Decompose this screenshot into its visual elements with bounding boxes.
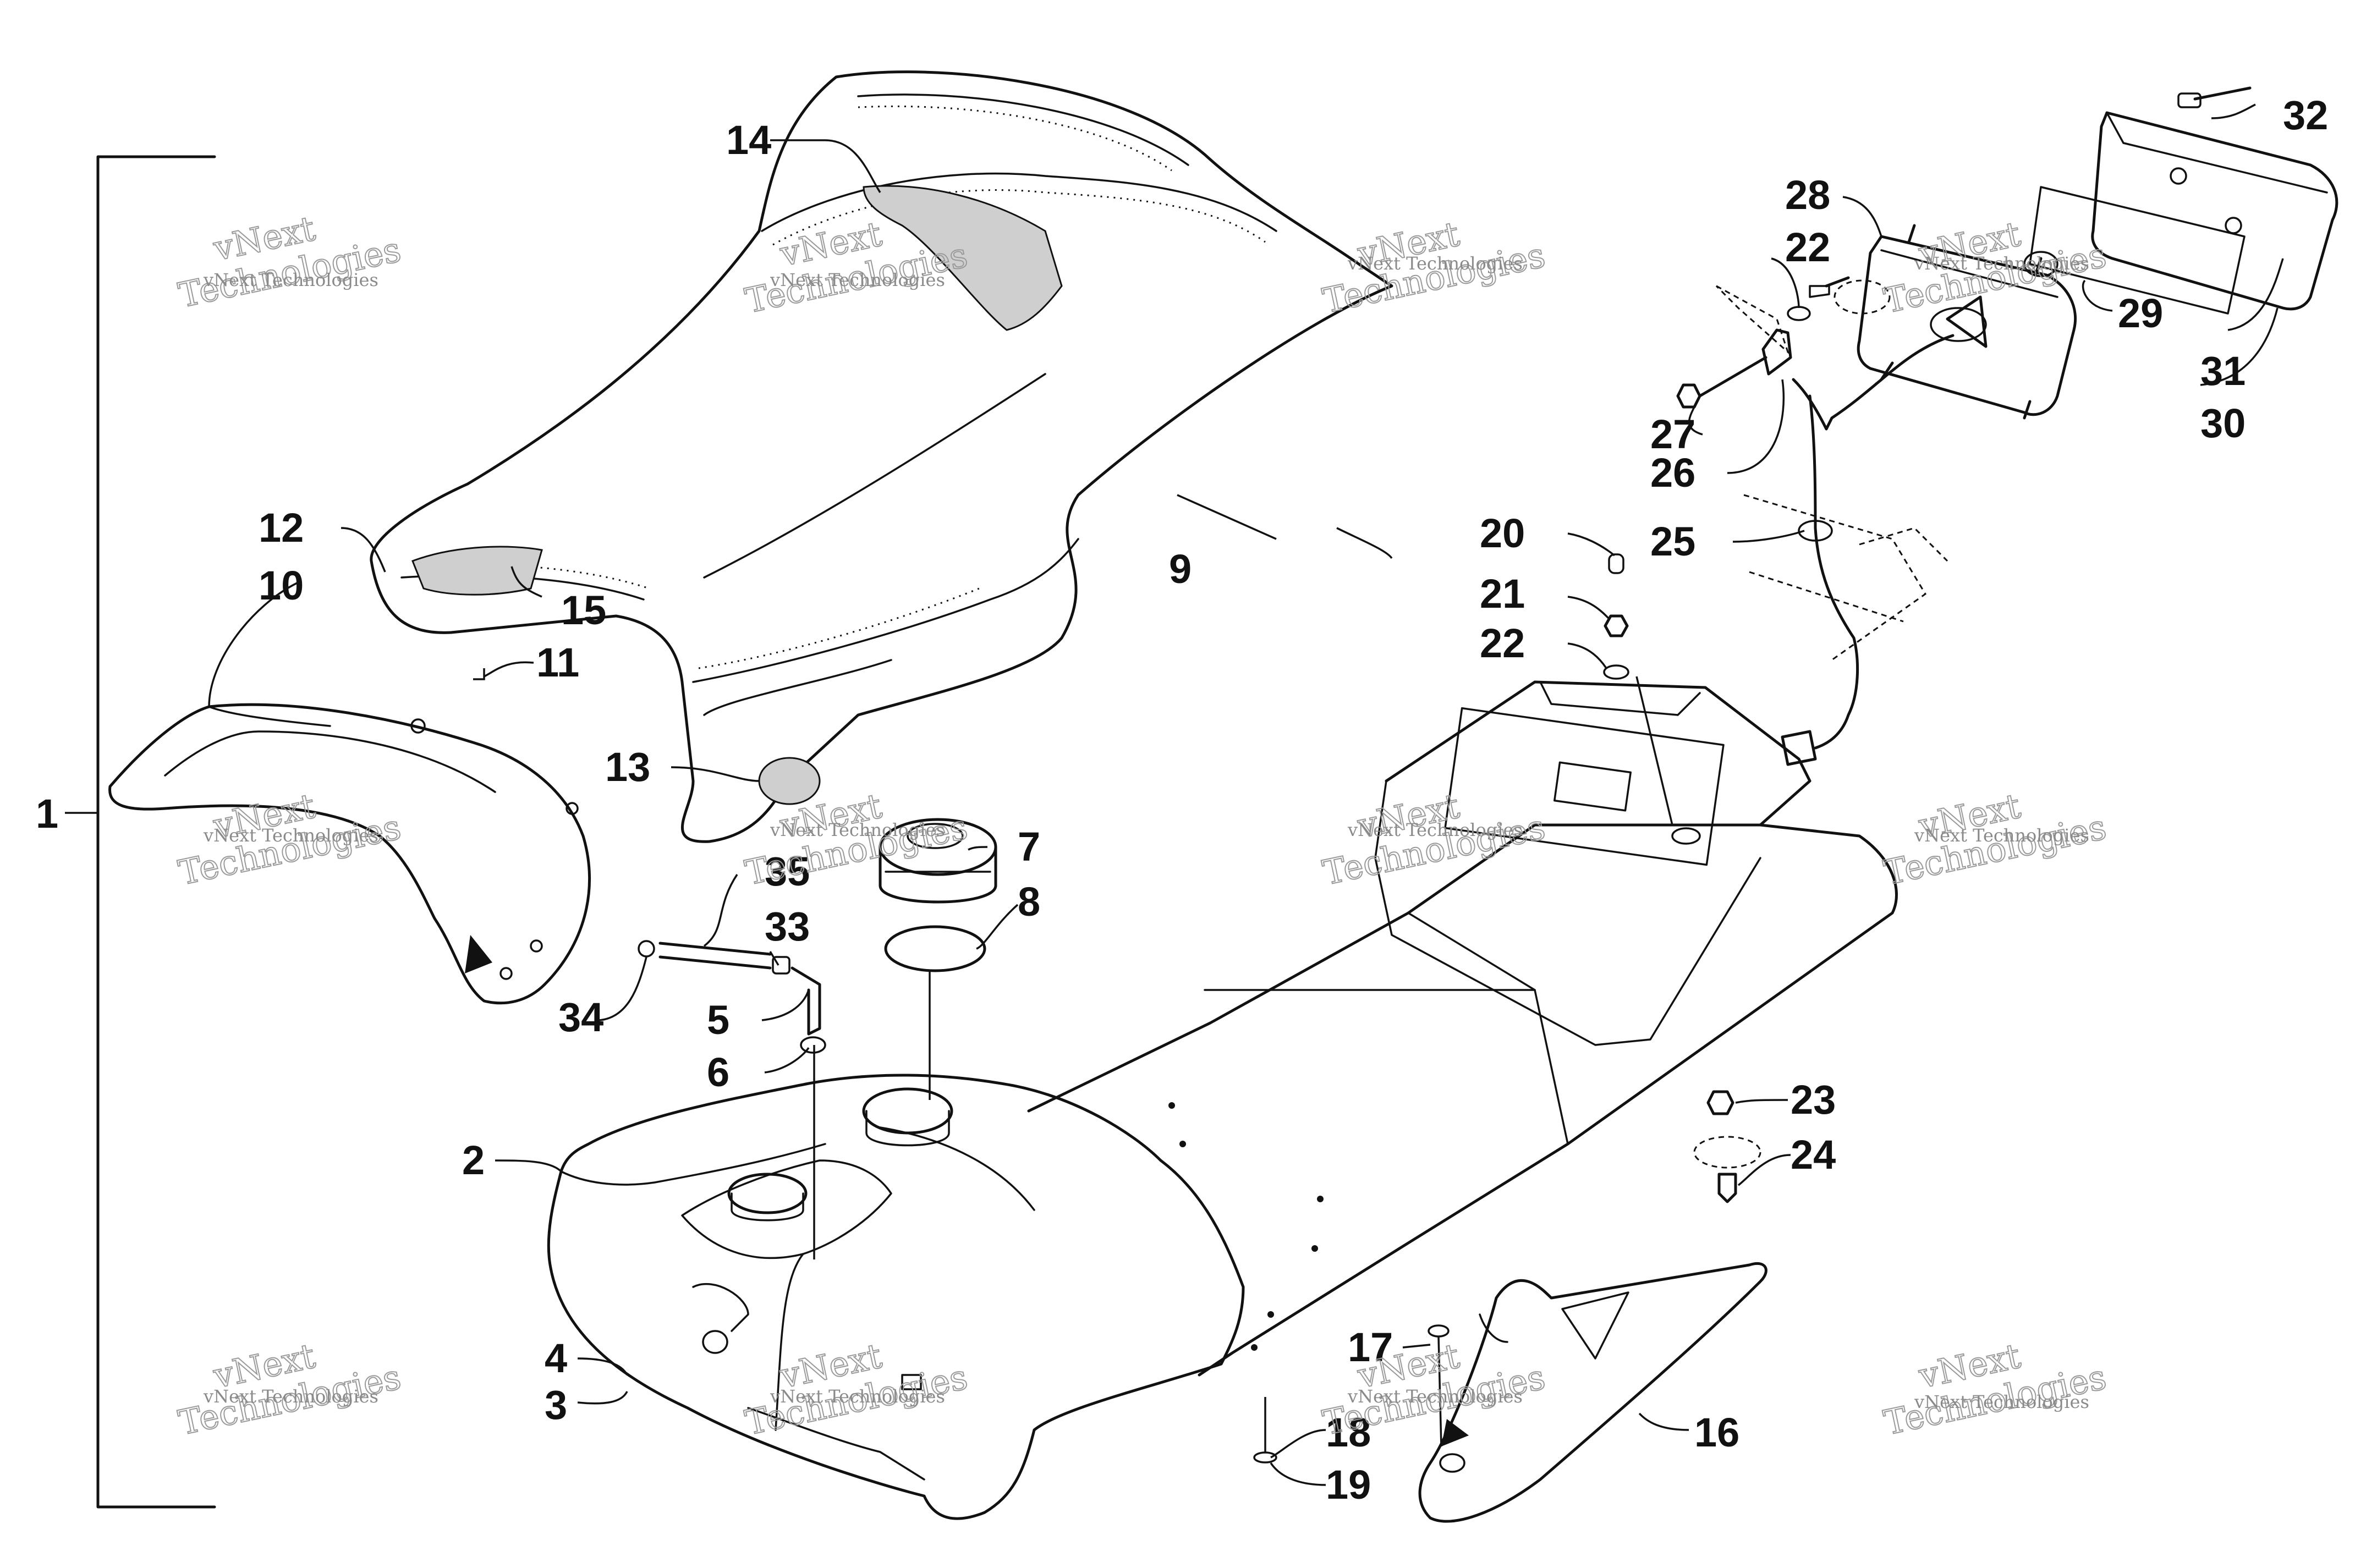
callout-16: 16 — [1694, 1410, 1739, 1455]
watermark-caption: vNext Technologies — [1347, 819, 1523, 840]
callout-21: 21 — [1480, 571, 1525, 617]
callout-25: 25 — [1650, 519, 1695, 564]
callout-26: 26 — [1650, 450, 1695, 496]
assembly-bracket — [65, 155, 216, 1509]
fuel-tank — [547, 1074, 1245, 1520]
callout-5: 5 — [707, 997, 729, 1043]
fuel-cap — [879, 818, 997, 904]
callout-12: 12 — [259, 505, 304, 551]
watermark-caption: vNext Technologies — [1347, 253, 1523, 274]
callout-labels: 1 2 3 4 5 6 7 8 9 10 11 12 13 14 15 16 1… — [36, 92, 2328, 1508]
watermark-caption: vNext Technologies — [770, 1386, 945, 1407]
callout-29: 29 — [2118, 290, 2163, 336]
callout-13: 13 — [605, 744, 650, 790]
tail-light — [1676, 86, 2338, 766]
callout-17: 17 — [1348, 1324, 1393, 1370]
callout-22b: 22 — [1785, 224, 1830, 270]
stud-fasteners — [1603, 553, 1761, 1203]
callout-18: 18 — [1326, 1410, 1371, 1455]
watermark-caption: vNext Technologies — [203, 825, 378, 846]
callout-6: 6 — [707, 1049, 729, 1095]
watermark-caption: vNext Technologies — [1914, 253, 2089, 274]
callout-10: 10 — [259, 563, 304, 608]
callout-35: 35 — [765, 849, 810, 894]
callout-28: 28 — [1785, 172, 1830, 218]
leader-lines — [208, 103, 2284, 1486]
callout-30: 30 — [2200, 400, 2246, 446]
watermark: vNext Technologies vNext Technologies vN… — [174, 207, 2110, 1443]
callout-33: 33 — [765, 904, 810, 949]
callout-15: 15 — [561, 587, 606, 633]
watermark-caption: vNext Technologies — [770, 819, 945, 840]
callout-3: 3 — [545, 1382, 567, 1428]
watermark-caption: vNext Technologies — [1347, 1386, 1523, 1407]
watermark-caption: vNext Technologies — [1914, 825, 2089, 846]
callout-1: 1 — [36, 791, 58, 837]
callout-19: 19 — [1326, 1462, 1371, 1508]
foam-pad-14 — [863, 185, 1063, 331]
callout-23: 23 — [1791, 1077, 1836, 1123]
callout-27: 27 — [1650, 411, 1695, 457]
callout-11: 11 — [536, 640, 579, 685]
callout-22a: 22 — [1480, 620, 1525, 666]
callout-14: 14 — [726, 117, 771, 163]
callout-32: 32 — [2283, 92, 2328, 138]
callout-2: 2 — [462, 1137, 485, 1183]
callout-31: 31 — [2200, 348, 2246, 394]
rear-grab-handle — [108, 703, 591, 1005]
callout-7: 7 — [1018, 824, 1040, 870]
watermark-caption: vNext Technologies — [203, 269, 378, 290]
callout-8: 8 — [1018, 879, 1040, 925]
callout-24: 24 — [1791, 1132, 1836, 1178]
rear-tray — [1027, 680, 1898, 1377]
watermark-caption: vNext Technologies — [770, 269, 945, 290]
callout-9: 9 — [1169, 546, 1192, 592]
side-panel — [1253, 1262, 1767, 1523]
foam-pad-15 — [411, 546, 543, 596]
watermark-caption: vNext Technologies — [203, 1386, 378, 1407]
watermark-caption: vNext Technologies — [1914, 1391, 2089, 1412]
vent-hose-assembly — [638, 940, 826, 1259]
cap-gasket — [884, 925, 986, 972]
callout-20: 20 — [1480, 510, 1525, 556]
callout-34: 34 — [558, 994, 603, 1040]
callout-4: 4 — [545, 1335, 567, 1381]
foam-pad-13 — [758, 757, 821, 805]
